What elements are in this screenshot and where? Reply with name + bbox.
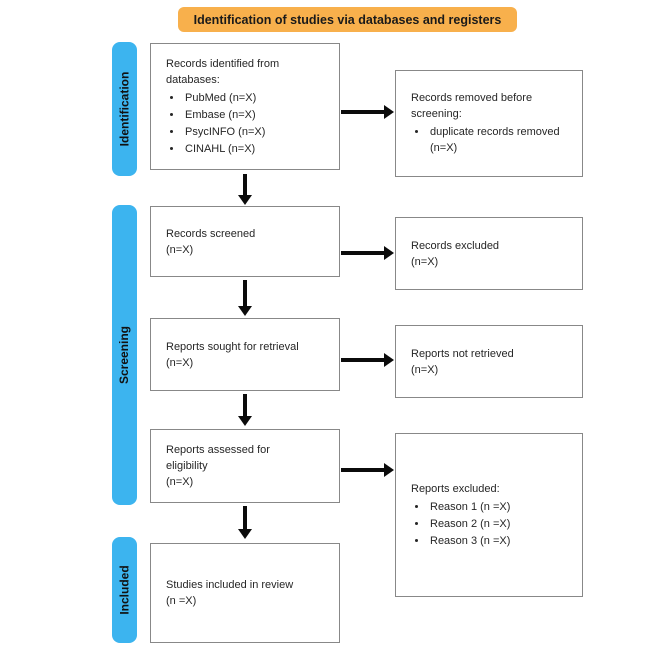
box-text-line: screening: <box>411 108 462 120</box>
box-records-excluded: Records excluded (n=X) <box>395 217 583 290</box>
box-text-line: Records excluded <box>411 239 500 252</box>
bullet-item: CINAHL (n=X) <box>183 141 331 157</box>
bullet-item: Reason 1 (n =X) <box>428 499 574 515</box>
box-studies-included: Studies included in review (n =X) <box>150 543 340 643</box>
box-text-line: (n=X) <box>166 243 194 256</box>
box-text-line: (n=X) <box>411 255 439 268</box>
box-text-line: (n=X) <box>166 476 194 488</box>
stage-bar-identification-label: Identification <box>117 71 132 147</box>
box-reports-not-retrieved: Reports not retrieved (n=X) <box>395 325 583 398</box>
bullet-item: Reason 2 (n =X) <box>428 516 574 532</box>
arrow-sought-to-assessed <box>238 394 252 426</box>
stage-bar-screening: Screening <box>112 205 137 505</box>
box-text-line: (n=X) <box>411 363 439 376</box>
bullet-item: PsycINFO (n=X) <box>183 124 331 140</box>
box-records-identified: Records identified from databases: PubMe… <box>150 43 340 170</box>
box-reports-sought: Reports sought for retrieval (n=X) <box>150 318 340 391</box>
box-text-line: (n=X) <box>166 356 194 369</box>
bullet-list: duplicate records removed (n=X) <box>411 124 574 157</box>
box-text-line: Reports sought for retrieval <box>166 340 299 353</box>
box-records-screened: Records screened (n=X) <box>150 206 340 277</box>
arrow-identified-to-removed <box>341 105 394 119</box>
arrow-identified-to-screened <box>238 174 252 205</box>
box-text-line: eligibility <box>166 460 208 472</box>
bullet-item: PubMed (n=X) <box>183 90 331 106</box>
box-text-line: Records identified from <box>166 57 280 70</box>
stage-bar-screening-label: Screening <box>117 325 132 385</box>
box-text-line: databases: <box>166 73 220 86</box>
box-text-line: Reports assessed for <box>166 444 270 456</box>
bullet-list: PubMed (n=X) Embase (n=X) PsycINFO (n=X)… <box>166 90 331 158</box>
stage-bar-included: Included <box>112 537 137 643</box>
arrow-assessed-to-included <box>238 506 252 539</box>
stage-bar-identification: Identification <box>112 42 137 176</box>
bullet-item: Embase (n=X) <box>183 107 331 123</box>
arrow-assessed-to-reports-excluded <box>341 463 394 477</box>
box-reports-excluded: Reports excluded: Reason 1 (n =X) Reason… <box>395 433 583 597</box>
box-text-line: Records screened <box>166 227 256 240</box>
bullet-item: Reason 3 (n =X) <box>428 533 574 549</box>
box-text-line: Records removed before <box>411 92 533 104</box>
stage-bar-included-label: Included <box>117 565 132 615</box>
arrow-screened-to-excluded <box>341 246 394 260</box>
box-text-line: (n =X) <box>166 595 197 607</box>
box-text-line: Reports excluded: <box>411 482 500 495</box>
arrow-screened-to-sought <box>238 280 252 316</box>
title-banner-label: Identification of studies via databases … <box>193 12 502 27</box>
title-banner: Identification of studies via databases … <box>178 7 517 32</box>
arrow-sought-to-not-retrieved <box>341 353 394 367</box>
bullet-item: duplicate records removed (n=X) <box>428 124 574 156</box>
box-records-removed: Records removed before screening: duplic… <box>395 70 583 177</box>
box-text-line: Studies included in review <box>166 579 294 591</box>
box-text-line: Reports not retrieved <box>411 347 514 360</box>
bullet-list: Reason 1 (n =X) Reason 2 (n =X) Reason 3… <box>411 499 574 550</box>
box-reports-assessed: Reports assessed for eligibility (n=X) <box>150 429 340 503</box>
